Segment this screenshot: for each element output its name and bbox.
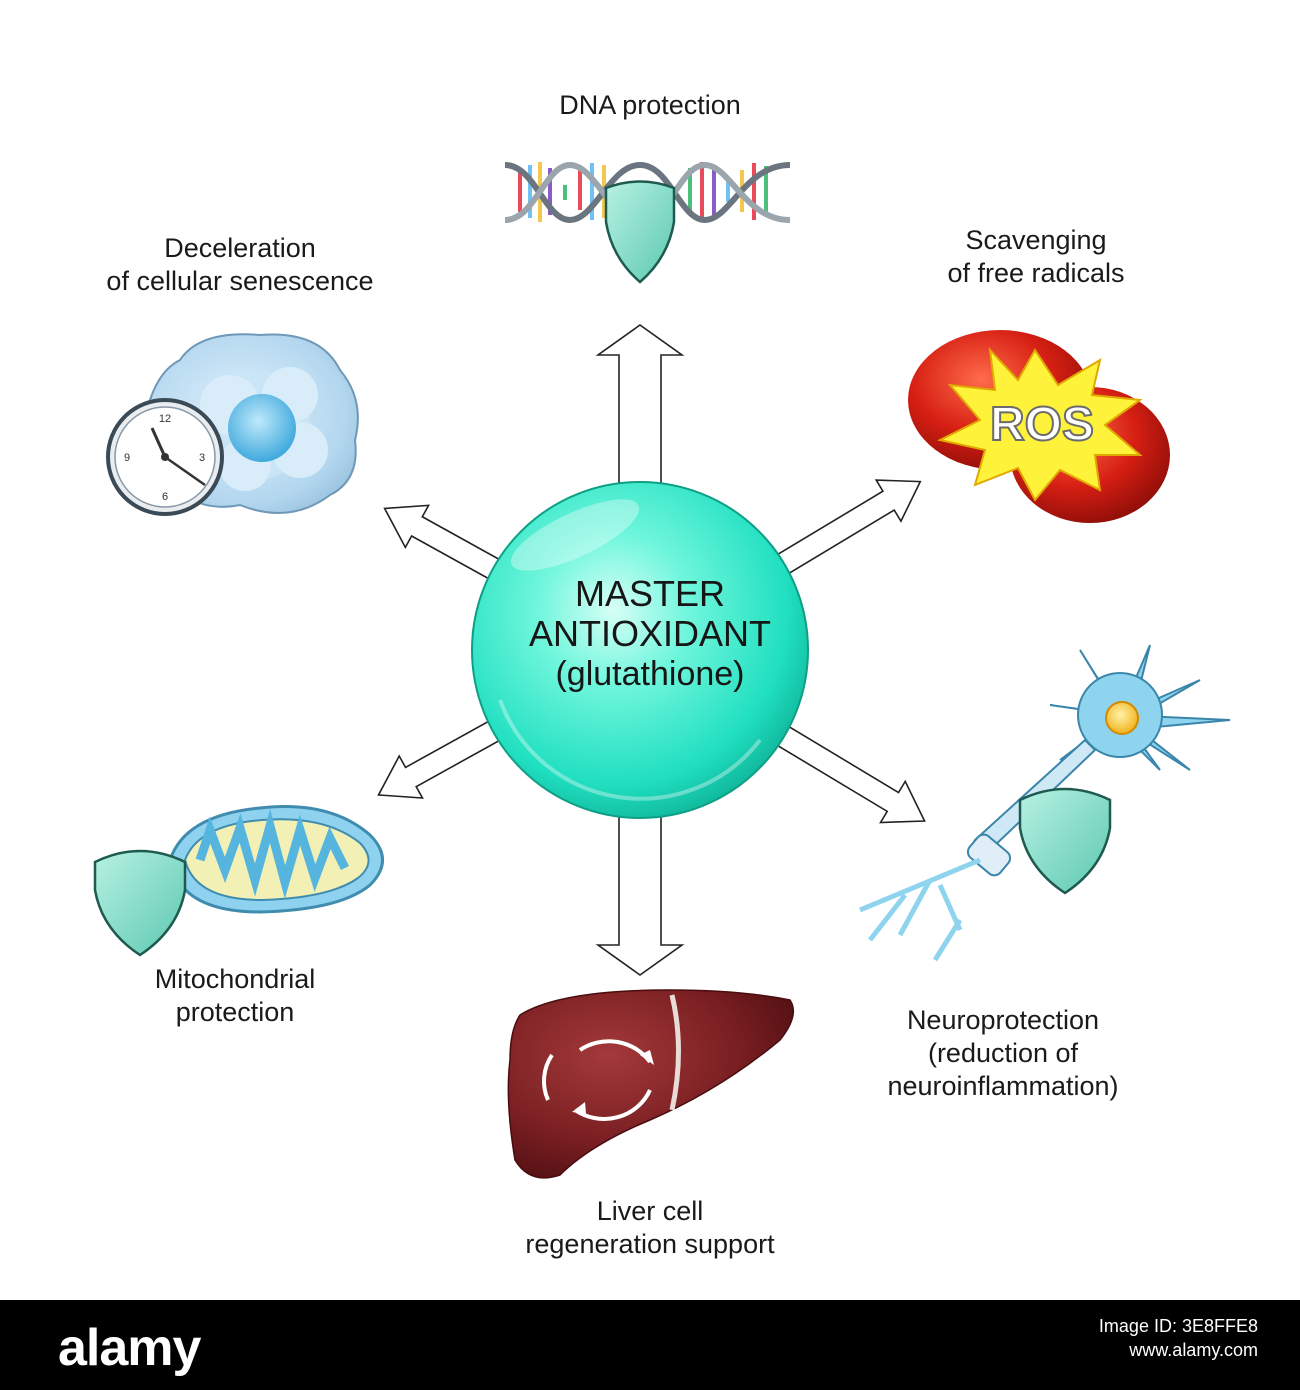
image-id: Image ID: 3E8FFE8 [1098,1316,1258,1336]
label-cellular-senescence: Deceleration of cellular senescence [106,233,374,296]
mito-shield-icon [93,849,187,957]
label-free-radicals: Scavenging of free radicals [947,225,1125,288]
center-title: MASTER ANTIOXIDANT (glutathione) [470,574,830,694]
label-dna-protection: DNA protection [559,90,741,120]
neuron-icon [859,644,1231,962]
dna-helix-icon [504,161,791,284]
footer-bar: alamy Image ID: 3E8FFE8 www.alamy.com [0,1300,1300,1390]
site-link[interactable]: www.alamy.com [1129,1340,1258,1360]
alamy-logo[interactable]: alamy [58,1319,201,1377]
label-neuroprotection: Neuroprotection (reduction of neuroinfla… [887,1005,1119,1101]
center-line-3: (glutathione) [555,655,745,693]
neuron-shield-icon [1018,787,1112,895]
clock-3: 3 [199,452,205,464]
label-liver-regeneration: Liver cell regeneration support [525,1196,775,1259]
ros-icon: ROS [908,330,1170,523]
clock-9: 9 [124,452,130,464]
glutathione-sphere [471,481,809,819]
diagram-canvas: 12 3 6 9 ROS [93,161,1231,1179]
center-line-1: MASTER [574,573,725,614]
ros-text: ROS [990,398,1094,451]
liver-icon [507,989,795,1179]
mitochondrion-icon [168,805,384,914]
dna-shield-icon [604,180,676,284]
center-line-2: ANTIOXIDANT [528,613,771,654]
clock-12: 12 [159,413,171,425]
clock-icon: 12 3 6 9 [106,398,224,516]
image-id-block: Image ID: 3E8FFE8 www.alamy.com [1099,1314,1258,1362]
label-mitochondrial-protection: Mitochondrial protection [154,964,316,1027]
clock-6: 6 [162,491,168,503]
